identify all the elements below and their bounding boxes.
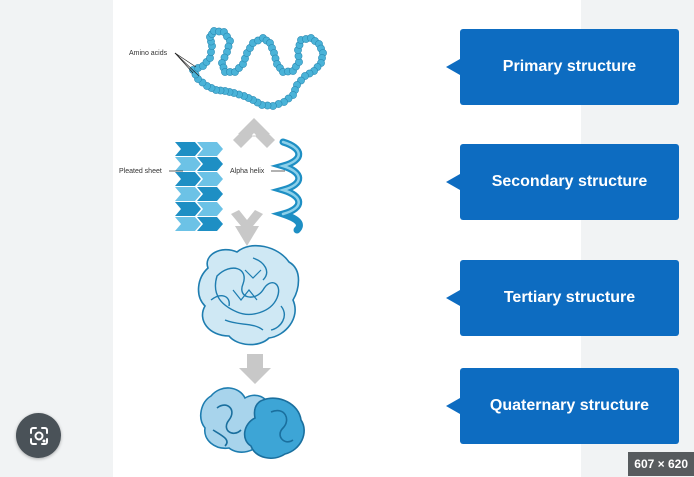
secondary-structure-label: Secondary structure xyxy=(491,173,648,190)
alpha-helix-label: Alpha helix xyxy=(230,168,265,175)
alpha-helix-annotation: Alpha helix xyxy=(230,168,285,175)
pleated-sheet-segment xyxy=(197,157,223,171)
pleated-sheet-shape xyxy=(175,142,223,231)
tertiary-structure-box: Tertiary structure xyxy=(446,260,679,336)
alpha-helix-shape xyxy=(270,138,303,234)
protein-structure-figure: Amino acids Pleated sheet Alpha helix xyxy=(119,27,327,459)
tertiary-fold-shape xyxy=(197,244,300,346)
amino-acids-label: Amino acids xyxy=(129,50,168,57)
secondary-structure-box: Secondary structure xyxy=(446,144,679,220)
amino-acids-annotation: Amino acids xyxy=(129,50,200,77)
pleated-sheet-segment xyxy=(175,142,201,156)
pleated-sheet-segment xyxy=(175,217,201,231)
google-lens-icon xyxy=(29,426,48,445)
google-lens-button[interactable] xyxy=(16,413,61,458)
pleated-sheet-segment xyxy=(197,172,223,186)
fold-arrow-2 xyxy=(231,210,263,246)
pleated-sheet-segment xyxy=(197,187,223,201)
pleated-sheet-label: Pleated sheet xyxy=(119,168,162,175)
quaternary-complex-shape xyxy=(199,387,305,459)
pleated-sheet-segment xyxy=(175,157,201,171)
fold-arrow-3 xyxy=(239,354,271,384)
pleated-sheet-segment xyxy=(197,142,223,156)
pleated-sheet-annotation: Pleated sheet xyxy=(119,168,183,175)
pleated-sheet-segment xyxy=(175,202,201,216)
image-size-text: 607 × 620 xyxy=(634,457,688,471)
amino-acid-bead xyxy=(191,70,200,79)
fold-arrow-1 xyxy=(233,118,275,148)
image-size-badge: 607 × 620 xyxy=(628,452,694,476)
primary-structure-box: Primary structure xyxy=(446,29,679,105)
pleated-sheet-segment xyxy=(175,172,201,186)
primary-structure-label: Primary structure xyxy=(502,58,637,75)
quaternary-structure-box: Quaternary structure xyxy=(446,368,679,444)
diagram-canvas: Amino acids Pleated sheet Alpha helix xyxy=(113,0,679,477)
amino-acid-chain xyxy=(189,27,327,110)
pleated-sheet-segment xyxy=(175,187,201,201)
quaternary-structure-label: Quaternary structure xyxy=(489,397,650,414)
pleated-sheet-segment xyxy=(197,217,223,231)
pleated-sheet-segment xyxy=(197,202,223,216)
tertiary-structure-label: Tertiary structure xyxy=(503,289,636,306)
